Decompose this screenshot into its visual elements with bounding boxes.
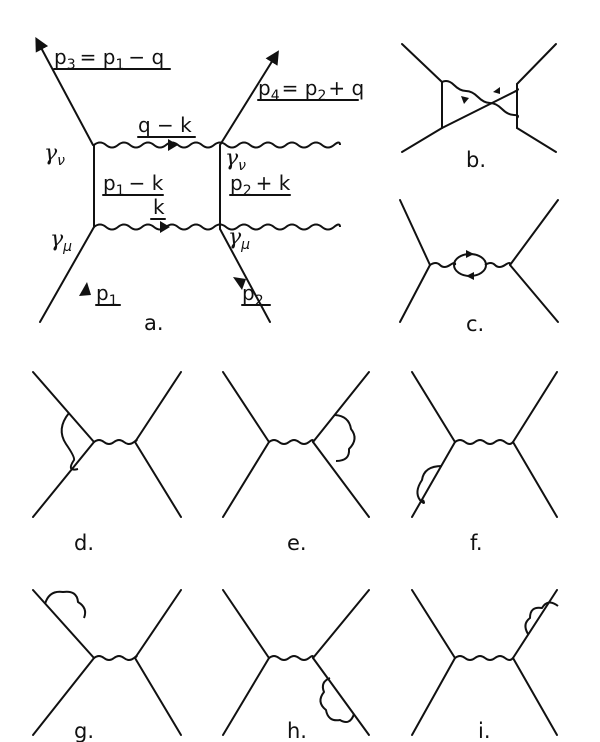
caption-f: f.	[470, 531, 483, 555]
d-upper-left-leg	[32, 371, 95, 443]
d-lower-right-leg	[134, 441, 182, 518]
e-lower-right-leg	[312, 441, 370, 518]
c-upper-right-leg	[509, 199, 559, 266]
p3-label: p3= p1− q	[54, 45, 164, 73]
left-propagator-label: p1− k	[103, 171, 164, 199]
c-lower-left-leg	[399, 264, 431, 323]
c-loop-arrow-top	[466, 250, 474, 258]
g-upper-right-leg	[134, 589, 182, 659]
c-fermion-loop	[453, 253, 487, 277]
i-upper-left-leg	[411, 589, 456, 659]
bottom-photon-arrow	[160, 221, 170, 233]
g-lower-right-leg	[134, 657, 182, 736]
caption-b: b.	[466, 148, 486, 172]
p2-label: p2	[242, 281, 264, 309]
diagram-c-vacuum-polarization: c.	[399, 199, 559, 336]
d-lower-left-leg	[32, 441, 95, 518]
e-upper-left-leg	[222, 371, 270, 443]
b-arrow-1	[461, 96, 469, 104]
i-self-energy-photon-loop	[524, 601, 559, 635]
h-upper-left-leg	[222, 589, 270, 659]
caption-c: c.	[466, 312, 484, 336]
diagram-d-vertex-correction: d.	[32, 371, 182, 555]
c-lower-right-leg	[509, 264, 559, 323]
caption-g: g.	[74, 719, 94, 742]
diagram-h-self-energy: h.	[222, 589, 370, 742]
h-exchange-photon	[268, 655, 315, 661]
e-exchange-photon	[268, 439, 315, 445]
h-upper-right-leg	[312, 589, 370, 659]
h-self-energy-photon-loop	[319, 677, 355, 723]
gamma-nu-left: γν	[44, 141, 65, 169]
b-crossed-photon-1	[441, 80, 519, 119]
caption-a: a.	[144, 311, 164, 335]
b-lower-right-leg	[516, 127, 557, 153]
h-lower-right-leg	[312, 657, 370, 736]
i-lower-right-leg	[512, 657, 558, 736]
diagram-a-box: p3= p1− q p4= p2+ q q − k p1− k p2+ k k …	[35, 37, 364, 335]
g-self-energy-photon-loop	[44, 590, 87, 619]
f-upper-left-leg	[411, 371, 456, 443]
top-photon-label: q − k	[138, 113, 192, 137]
top-photon-line	[93, 141, 341, 149]
c-upper-left-leg	[399, 199, 431, 266]
caption-e: e.	[287, 531, 307, 555]
f-upper-right-leg	[512, 371, 558, 443]
i-exchange-photon	[454, 655, 514, 661]
f-lower-left-leg	[411, 441, 456, 518]
b-crossed-photon-2	[441, 88, 519, 129]
b-upper-right-leg	[516, 43, 557, 85]
e-lower-left-leg	[222, 441, 270, 518]
gamma-mu-right: γμ	[228, 225, 250, 253]
caption-i: i.	[478, 719, 491, 742]
c-photon-left	[429, 262, 457, 268]
g-lower-left-leg	[32, 657, 95, 736]
p4-label: p4= p2+ q	[258, 76, 364, 104]
c-loop-arrow-bottom	[466, 272, 474, 280]
f-exchange-photon	[454, 439, 514, 445]
gamma-mu-left: γμ	[50, 227, 72, 255]
p1-label: p1	[96, 281, 118, 309]
bottom-photon-line	[93, 223, 341, 231]
p2-arrow	[233, 277, 246, 290]
diagram-g-self-energy: g.	[32, 589, 182, 742]
h-lower-left-leg	[222, 657, 270, 736]
caption-d: d.	[74, 531, 94, 555]
b-upper-left-leg	[401, 43, 443, 83]
right-propagator-label: p2+ k	[230, 171, 291, 199]
g-exchange-photon	[93, 655, 138, 661]
e-upper-right-leg	[312, 371, 370, 443]
outgoing-p4-line	[219, 50, 279, 146]
diagram-e-vertex-correction: e.	[222, 371, 370, 555]
g-upper-left-leg	[32, 589, 95, 659]
f-lower-right-leg	[512, 441, 558, 518]
diagram-b-crossed-box: b.	[401, 43, 557, 172]
diagram-f-self-energy: f.	[411, 371, 558, 555]
bottom-photon-label: k	[153, 195, 165, 219]
f-self-energy-photon-loop	[416, 465, 443, 504]
caption-h: h.	[287, 719, 307, 742]
gamma-nu-right: γν	[225, 146, 246, 174]
d-vertex-photon-loop	[60, 412, 79, 471]
b-arrow-2	[493, 87, 500, 94]
i-upper-right-leg	[512, 589, 558, 659]
b-lower-left-leg	[401, 127, 443, 153]
top-photon-arrow	[168, 139, 178, 151]
d-exchange-photon	[93, 439, 138, 445]
c-photon-right	[484, 262, 512, 268]
incoming-p1-line	[39, 226, 95, 323]
incoming-p2-line	[219, 228, 271, 323]
i-lower-left-leg	[411, 657, 456, 736]
diagram-i-self-energy: i.	[411, 589, 559, 742]
d-upper-right-leg	[134, 371, 182, 443]
p1-arrow	[79, 282, 91, 296]
outgoing-p3-line	[35, 37, 94, 146]
e-vertex-photon-loop	[334, 414, 356, 462]
